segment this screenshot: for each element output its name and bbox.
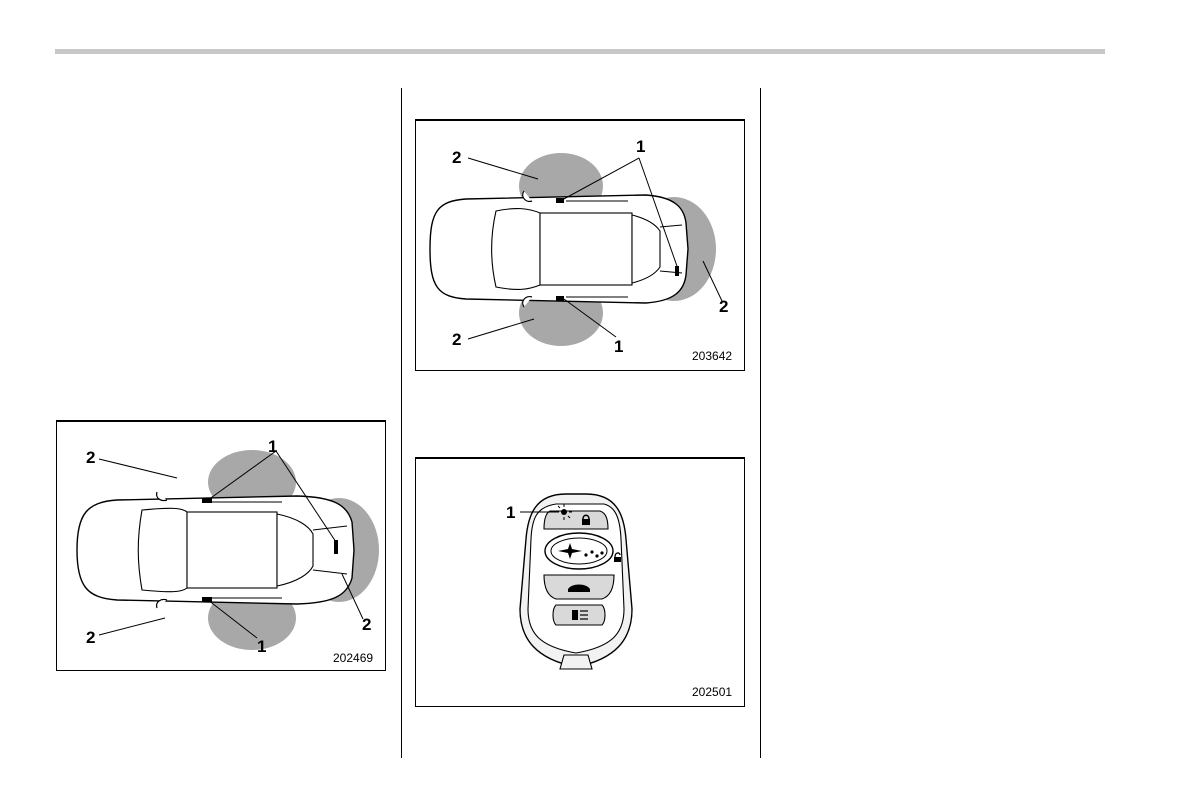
figure-code: 202501	[692, 686, 732, 698]
sensor-passenger-door	[202, 597, 212, 602]
car-top-view-diagram	[416, 121, 746, 373]
sensor-trunk	[334, 540, 338, 554]
callout-area-label: 2	[452, 149, 461, 166]
sensor-driver-door	[556, 198, 564, 203]
callout-area-label: 2	[86, 629, 95, 646]
callout-sensor-label: 1	[614, 338, 623, 355]
callout-area-label: 2	[452, 331, 461, 348]
figure-keyless-area-sedan-b: 2 1 2 1 2 203642	[415, 119, 745, 371]
callout-area-label: 2	[362, 616, 371, 633]
lock-icon	[582, 519, 590, 525]
callout-sensor-label: 1	[257, 638, 266, 655]
figure-code: 203642	[692, 350, 732, 362]
unlock-icon	[614, 557, 621, 562]
callout-sensor-label: 1	[636, 138, 645, 155]
callout-area-label: 2	[86, 449, 95, 466]
lock-button	[544, 511, 608, 529]
page-top-rule	[55, 49, 1105, 54]
figure-keyless-area-sedan-a: 2 1 2 1 2 202469	[56, 420, 386, 671]
callout-indicator-label: 1	[506, 504, 515, 521]
headlight-icon	[572, 610, 578, 620]
key-tip	[560, 655, 592, 669]
keyfob-diagram	[416, 459, 746, 709]
figure-code: 202469	[333, 652, 373, 664]
callout-sensor-label: 1	[268, 438, 277, 455]
column-divider-left	[401, 88, 402, 758]
car-top-view-diagram	[57, 422, 387, 673]
panic-button	[553, 605, 605, 625]
figure-keyfob-indicator: 1 202501	[415, 457, 745, 707]
sensor-passenger-door	[556, 296, 564, 301]
column-divider-right	[760, 88, 761, 758]
indicator-light	[561, 509, 567, 515]
callout-area-label: 2	[719, 298, 728, 315]
